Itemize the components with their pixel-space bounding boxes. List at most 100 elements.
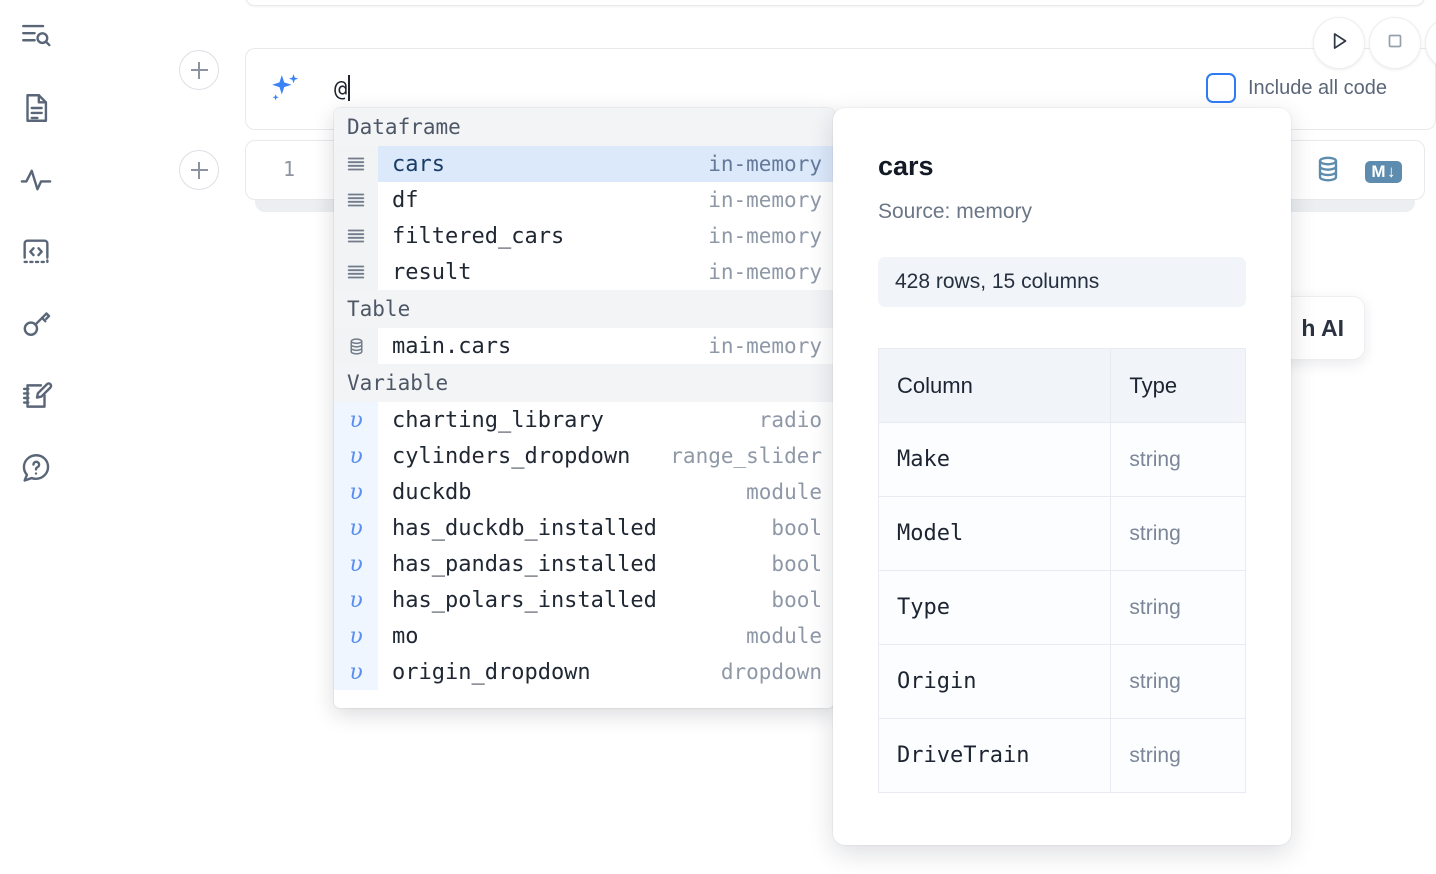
dataframe-preview-panel: cars Source: memory 428 rows, 15 columns… [833, 108, 1291, 845]
sidebar-item-outline[interactable] [12, 12, 60, 60]
include-all-code-checkbox[interactable] [1206, 73, 1236, 103]
autocomplete-item-name: charting_library [392, 407, 604, 433]
explore-outline-icon [19, 19, 53, 53]
markdown-badge-letter: M [1371, 161, 1386, 181]
autocomplete-item-name: has_pandas_installed [392, 551, 657, 577]
add-cell-below-button[interactable] [179, 150, 219, 190]
plus-icon [190, 61, 208, 79]
schema-column-type: string [1110, 570, 1246, 645]
schema-column-type: string [1110, 644, 1246, 719]
ai-prompt-input[interactable]: @ [334, 75, 1034, 107]
autocomplete-item[interactable]: main.cars in-memory [334, 328, 834, 364]
plus-icon [190, 161, 208, 179]
column-header-column: Column [877, 348, 1112, 423]
include-all-code-label: Include all code [1248, 76, 1387, 99]
autocomplete-group-header: Table [334, 290, 834, 328]
autocomplete-item[interactable]: υ charting_library radio [334, 402, 834, 438]
autocomplete-item-body: charting_library radio [378, 402, 834, 438]
markdown-badge[interactable]: M↓ [1365, 160, 1402, 183]
autocomplete-item-body: has_duckdb_installed bool [378, 510, 834, 546]
stop-square-icon [1383, 29, 1407, 58]
file-text-icon [19, 91, 53, 125]
include-all-code-row[interactable]: Include all code [1206, 73, 1387, 103]
sidebar-item-activity[interactable] [12, 156, 60, 204]
table-header-row: Column Type [877, 348, 1246, 423]
autocomplete-item-body: duckdb module [378, 474, 834, 510]
autocomplete-item-name: origin_dropdown [392, 659, 591, 685]
autocomplete-item-meta: dropdown [720, 660, 822, 684]
schema-column-type: string [1110, 422, 1246, 497]
add-cell-above-button[interactable] [179, 50, 219, 90]
variable-icon: υ [334, 474, 378, 510]
dataframe-icon [334, 182, 378, 218]
variable-icon: υ [334, 654, 378, 690]
autocomplete-item[interactable]: υ has_polars_installed bool [334, 582, 834, 618]
preview-shape-badge: 428 rows, 15 columns [878, 257, 1246, 307]
schema-column-name: Make [877, 422, 1112, 497]
help-chat-icon [19, 451, 53, 485]
autocomplete-item-name: main.cars [392, 333, 512, 359]
autocomplete-item-meta: radio [758, 408, 822, 432]
activity-pulse-icon [19, 163, 53, 197]
variable-icon: υ [334, 618, 378, 654]
schema-column-type: string [1110, 496, 1246, 571]
previous-cell-stub [245, 0, 1425, 6]
text-caret [348, 75, 351, 101]
sidebar-item-secrets[interactable] [12, 300, 60, 348]
preview-source: Source: memory [878, 200, 1033, 223]
dataframe-icon [334, 254, 378, 290]
database-icon[interactable] [1313, 154, 1343, 189]
stop-button[interactable] [1369, 17, 1421, 69]
autocomplete-item-meta: in-memory [708, 152, 822, 176]
preview-title: cars [878, 151, 934, 181]
autocomplete-item-name: duckdb [392, 479, 472, 505]
variable-icon: υ [334, 510, 378, 546]
run-button[interactable] [1313, 17, 1365, 69]
autocomplete-item-name: mo [392, 623, 419, 649]
autocomplete-item-body: main.cars in-memory [378, 328, 834, 364]
sidebar-item-code[interactable] [12, 228, 60, 276]
autocomplete-item[interactable]: υ has_duckdb_installed bool [334, 510, 834, 546]
autocomplete-item-meta: module [746, 480, 822, 504]
ai-sparkle-icon [266, 71, 304, 109]
variable-icon: υ [334, 438, 378, 474]
autocomplete-item-meta: bool [771, 516, 822, 540]
sidebar-item-help[interactable] [12, 444, 60, 492]
sidebar-item-file[interactable] [12, 84, 60, 132]
ai-prompt-value: @ [334, 77, 348, 102]
variable-icon: υ [334, 582, 378, 618]
table-database-icon [334, 328, 378, 364]
autocomplete-item-body: has_polars_installed bool [378, 582, 834, 618]
key-icon [19, 307, 53, 341]
sidebar-item-scratchpad[interactable] [12, 372, 60, 420]
autocomplete-item-name: has_polars_installed [392, 587, 657, 613]
autocomplete-item-meta: bool [771, 588, 822, 612]
cell-toolbar: M↓ [1313, 154, 1402, 189]
variable-icon: υ [334, 402, 378, 438]
autocomplete-item-name: has_duckdb_installed [392, 515, 657, 541]
autocomplete-item-body: origin_dropdown dropdown [378, 654, 834, 690]
autocomplete-item[interactable]: υ origin_dropdown dropdown [334, 654, 834, 690]
code-brackets-icon [19, 235, 53, 269]
schema-column-name: Origin [877, 644, 1112, 719]
line-number: 1 [282, 157, 295, 181]
autocomplete-item-meta: in-memory [708, 334, 822, 358]
